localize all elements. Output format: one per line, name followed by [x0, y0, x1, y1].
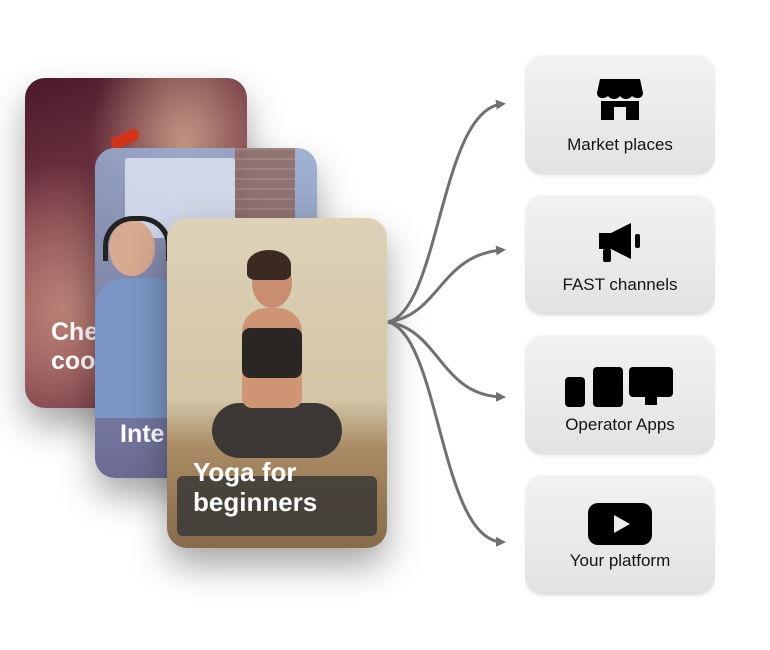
brick-wall-image — [235, 148, 295, 218]
storefront-icon — [597, 79, 643, 120]
channel-label: Your platform — [569, 551, 671, 570]
card-title: Che coo — [51, 318, 99, 375]
yoga-card[interactable]: Yoga for beginners — [167, 218, 387, 548]
arrow-to-fast-channels — [387, 245, 506, 324]
arrow-to-your-platform — [387, 320, 506, 547]
card-title: Yoga for beginners — [193, 457, 318, 517]
fast-channels-box[interactable]: FAST channels — [525, 195, 715, 315]
channel-label: FAST channels — [562, 275, 678, 294]
arrow-to-market-places — [387, 99, 506, 324]
card-title: Inte — [120, 420, 165, 448]
your-platform-box[interactable]: Your platform — [525, 475, 715, 595]
yoga-hair-image — [247, 250, 291, 280]
market-places-box[interactable]: Market places — [525, 55, 715, 175]
play-button-icon — [588, 503, 652, 545]
channel-label: Market places — [567, 135, 673, 154]
arrow-to-operator-apps — [387, 320, 506, 402]
channel-label: Operator Apps — [565, 415, 675, 434]
devices-icon — [565, 367, 673, 407]
operator-apps-box[interactable]: Operator Apps — [525, 335, 715, 455]
yoga-top-image — [242, 328, 302, 378]
megaphone-icon — [599, 223, 640, 262]
yoga-legs-image — [212, 403, 342, 458]
yoga-mat-image — [177, 476, 377, 536]
